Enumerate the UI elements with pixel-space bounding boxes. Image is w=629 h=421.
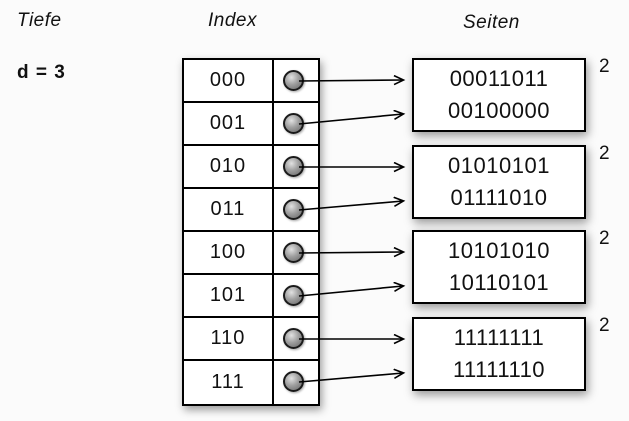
directory-row: 001 (184, 103, 318, 146)
local-depth-value: 2 (599, 315, 610, 336)
directory-pointer-cell (272, 232, 314, 273)
directory-entry-label: 010 (209, 155, 247, 177)
page-value: 10110101 (448, 270, 550, 295)
column-heading-depth: Tiefe (17, 10, 62, 31)
directory-row: 111 (184, 361, 318, 404)
page-value: 00100000 (448, 98, 550, 123)
directory-entry-label: 111 (211, 371, 245, 393)
directory-entry-label: 100 (209, 241, 247, 263)
page-bucket: 10101010 10110101 (412, 230, 586, 304)
column-heading-pages: Seiten (463, 12, 520, 33)
directory-pointer-cell (272, 361, 314, 404)
local-depth-value: 2 (599, 56, 610, 77)
page-value: 11111110 (452, 357, 546, 382)
pointer-dot-icon (283, 371, 304, 392)
directory-row: 101 (184, 275, 318, 318)
directory-pointer-cell (272, 103, 314, 144)
global-depth-value: d = 3 (17, 62, 66, 83)
directory-entry-label: 000 (209, 69, 247, 91)
pointer-dot-icon (283, 285, 304, 306)
directory-entry-label: 110 (210, 327, 246, 349)
pointer-dot-icon (283, 113, 304, 134)
column-heading-index: Index (208, 10, 257, 31)
directory-row: 010 (184, 146, 318, 189)
pointer-dot-icon (283, 199, 304, 220)
directory-row: 000 (184, 60, 318, 103)
directory-pointer-cell (272, 318, 314, 359)
directory-entry-label: 001 (209, 112, 247, 134)
directory-table: 000 001 010 011 100 (182, 58, 320, 406)
directory-row: 110 (184, 318, 318, 361)
pointer-dot-icon (283, 242, 304, 263)
local-depth-value: 2 (599, 228, 610, 249)
directory-pointer-cell (272, 189, 314, 230)
directory-row: 100 (184, 232, 318, 275)
page-value: 00011011 (449, 66, 549, 91)
directory-entry-label: 011 (210, 198, 246, 220)
page-value: 01111010 (450, 185, 548, 210)
page-value: 01010101 (448, 153, 550, 178)
directory-row: 011 (184, 189, 318, 232)
page-value: 10101010 (448, 238, 550, 263)
local-depth-value: 2 (599, 143, 610, 164)
directory-entry-label: 101 (209, 284, 247, 306)
directory-pointer-cell (272, 275, 314, 316)
pointer-dot-icon (283, 328, 304, 349)
directory-pointer-cell (272, 60, 314, 101)
pointer-dot-icon (283, 70, 304, 91)
directory-pointer-cell (272, 146, 314, 187)
page-bucket: 01010101 01111010 (412, 145, 586, 219)
pointer-dot-icon (283, 156, 304, 177)
page-value: 11111111 (453, 325, 545, 350)
page-bucket: 11111111 11111110 (412, 317, 586, 391)
page-bucket: 00011011 00100000 (412, 58, 586, 132)
